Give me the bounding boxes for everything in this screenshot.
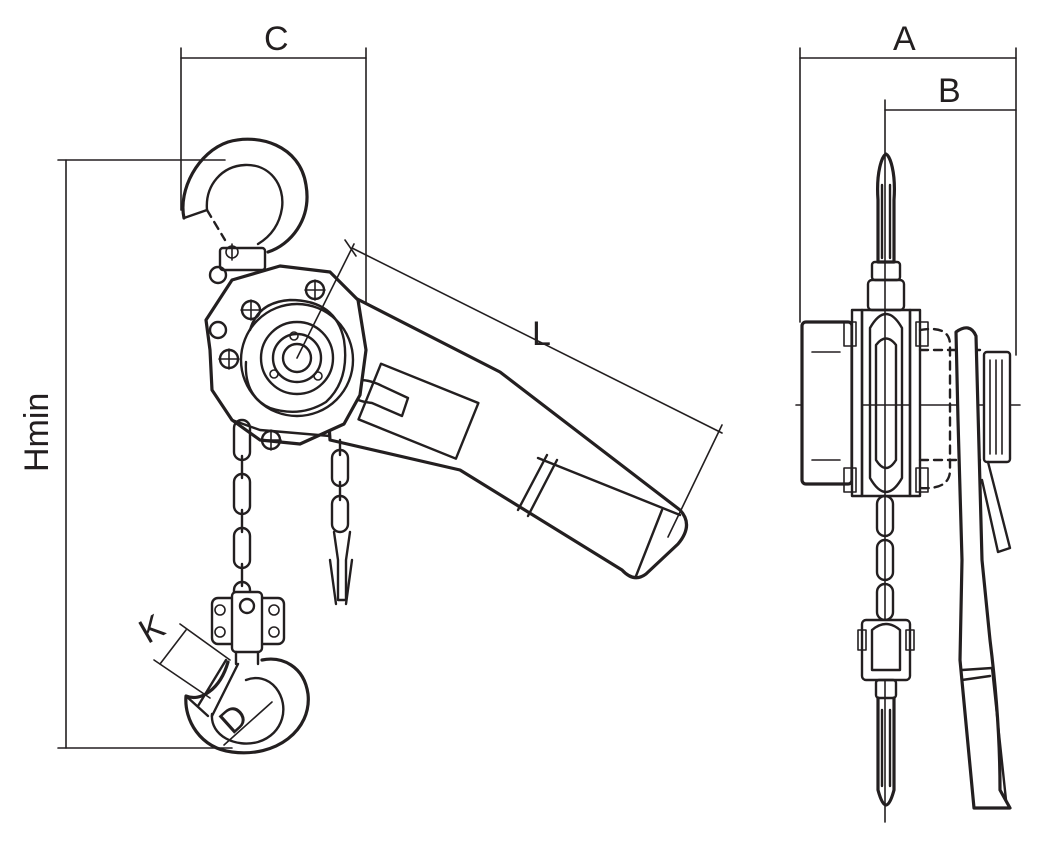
dim-b-label: B (938, 72, 961, 110)
hoist-body (204, 243, 368, 451)
dimension-hmin: Hmin (18, 159, 233, 749)
dim-hmin-label: Hmin (18, 393, 56, 472)
dimension-b: B (884, 72, 1017, 156)
dimension-l: L (344, 239, 723, 538)
load-chain (232, 418, 252, 602)
side-body (800, 308, 982, 498)
side-top-hook (866, 152, 906, 312)
lever-handle (318, 278, 689, 580)
side-bottom-block (857, 618, 915, 807)
top-hook (181, 137, 309, 272)
dim-c-label: C (264, 20, 289, 58)
dimension-a: A (799, 20, 1017, 356)
bolts (208, 265, 326, 451)
side-view: A B (795, 20, 1021, 823)
dim-a-label: A (893, 20, 916, 58)
slack-chain (328, 438, 354, 606)
dimension-d: D (212, 697, 273, 746)
dim-k-label: K (133, 607, 172, 651)
bottom-hook (184, 590, 310, 755)
dim-l-label: L (532, 315, 551, 353)
side-lever (954, 326, 1012, 810)
front-view: C Hmin (18, 20, 723, 755)
